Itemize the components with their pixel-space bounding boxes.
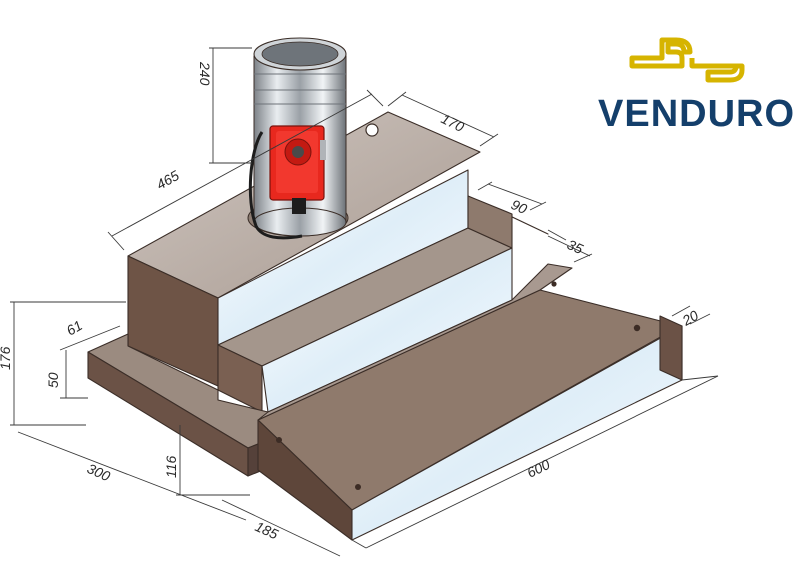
brand-wordmark: VENDURO [598,93,795,135]
dim-176: 176 [0,346,13,370]
dim-240: 240 [197,61,213,86]
dim-116: 116 [163,455,179,478]
dimension-lines [10,47,719,557]
mount-hole [365,123,379,137]
dim-170: 170 [439,110,467,135]
hood-body [87,111,683,541]
screw-hole [633,324,641,332]
screw-hole [355,484,361,490]
damper-actuator [248,125,326,240]
dim-465: 465 [154,167,182,193]
dim-185: 185 [253,518,281,542]
screw-hole [276,437,282,443]
dim-20: 20 [679,307,702,329]
tray-right-end [659,315,683,381]
dim-61: 61 [64,317,85,339]
dim-300: 300 [85,460,113,484]
brand-logo: VENDURO [598,37,795,135]
dim-35: 35 [565,236,586,257]
dim-90: 90 [509,196,530,217]
dimension-labels: 240 170 465 90 35 20 176 61 50 116 300 1… [0,61,701,542]
rear-rail [467,195,513,249]
dim-50: 50 [45,372,61,388]
dim-600: 600 [524,456,552,481]
screw-hole [551,281,557,287]
brand-symbol-icon [629,37,745,83]
